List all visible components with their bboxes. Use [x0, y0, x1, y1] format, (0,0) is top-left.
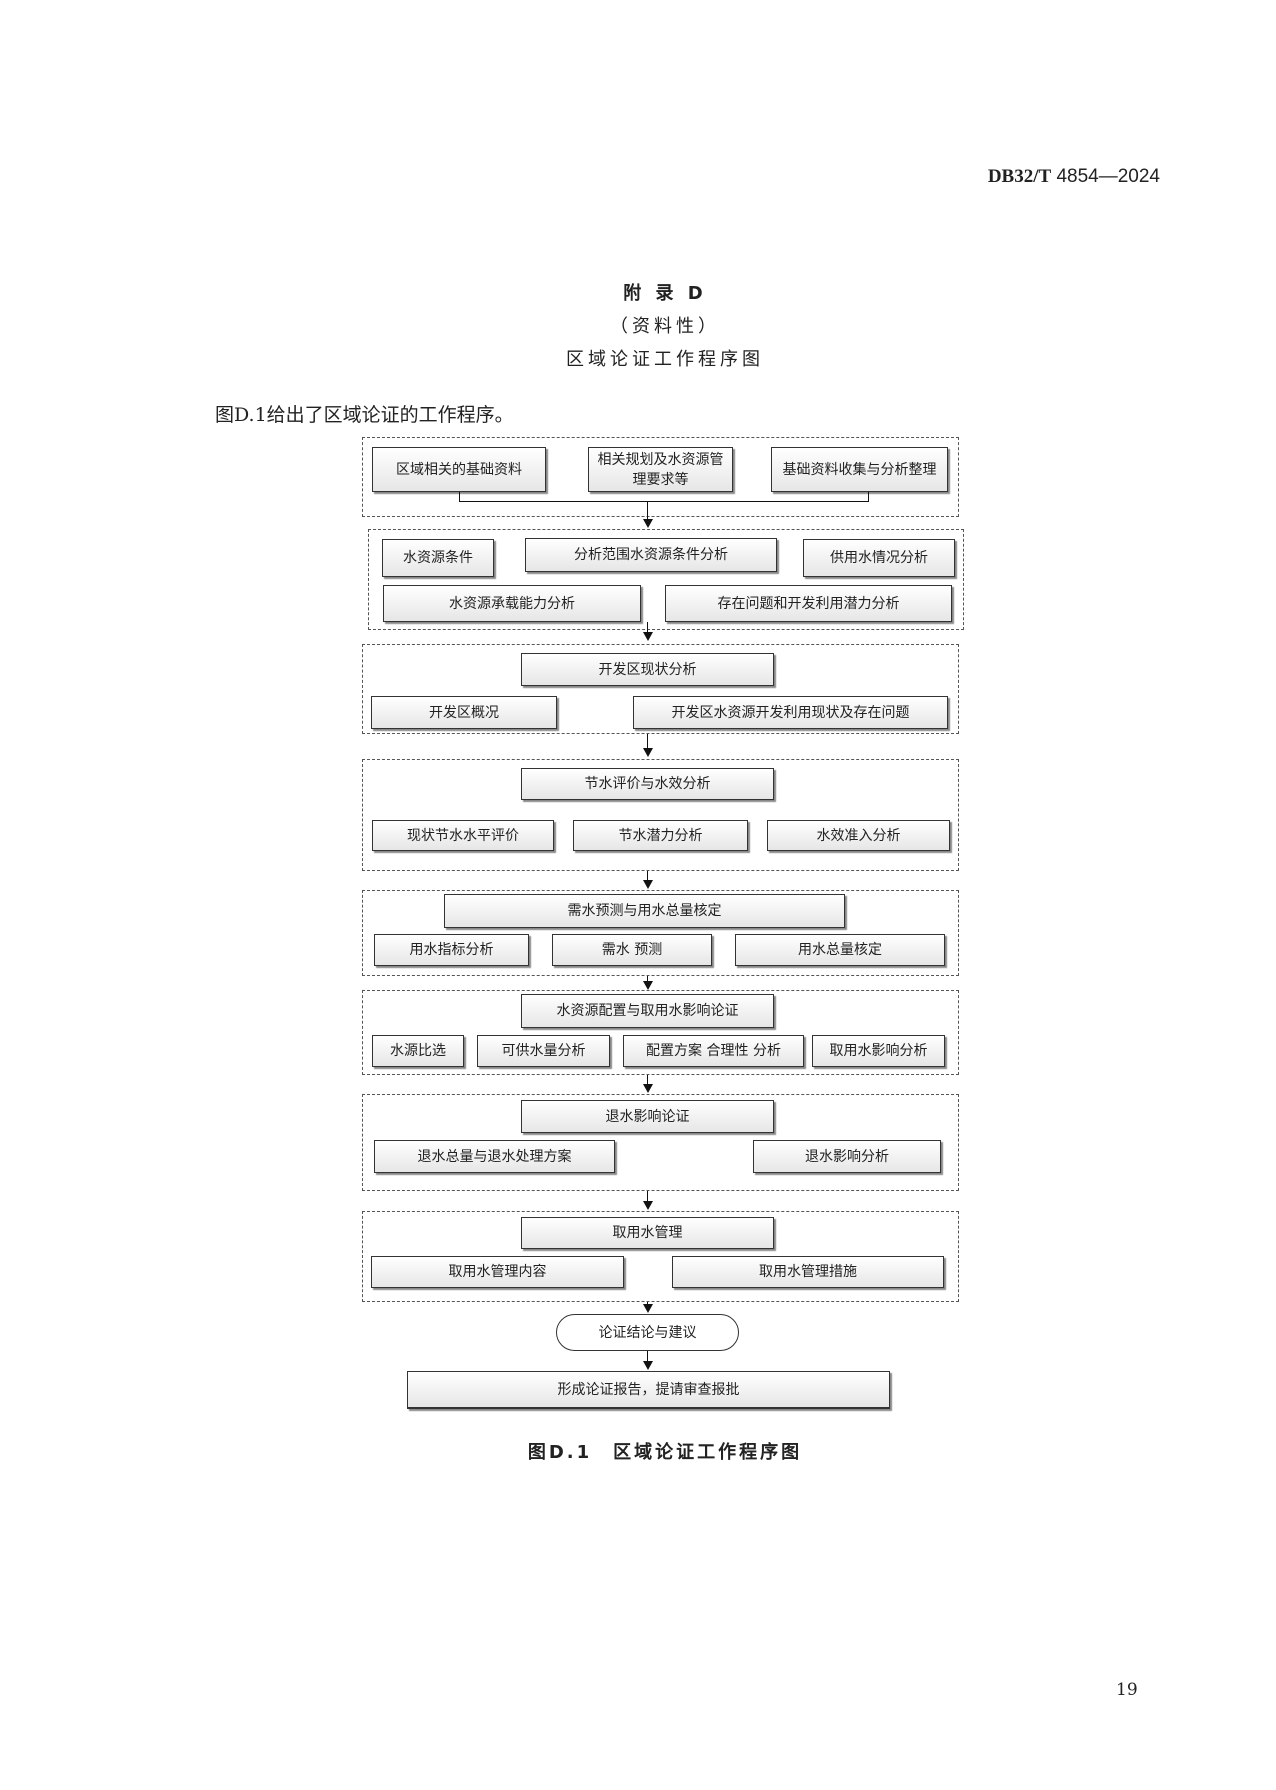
box: 现状节水水平评价: [372, 820, 554, 851]
group-water-resources: [368, 529, 964, 630]
group-management: [362, 1211, 959, 1302]
arrow: [647, 1351, 648, 1362]
box: 退水影响论证: [521, 1100, 774, 1133]
group-drainage: [362, 1094, 959, 1191]
report-box: 形成论证报告，提请审查报批: [407, 1371, 890, 1409]
arrow: [647, 501, 648, 520]
box: 需水 预测: [552, 934, 712, 966]
connector: [459, 501, 869, 502]
arrow: [647, 1191, 648, 1202]
code-number: 4854—2024: [1051, 166, 1160, 187]
code-prefix: DB32/T: [987, 166, 1052, 187]
arrow-head: [643, 1361, 653, 1370]
arrow-head: [643, 1084, 653, 1093]
box: 水资源条件: [382, 539, 494, 577]
arrow-head: [643, 1201, 653, 1210]
arrow-head: [643, 519, 653, 528]
arrow-head: [643, 632, 653, 641]
box: 用水总量核定: [735, 934, 945, 966]
appendix-type: （资料性）: [610, 316, 720, 337]
arrow: [647, 622, 648, 635]
arrow: [647, 734, 648, 750]
group-dev-zone: [362, 644, 959, 734]
arrow: [647, 1075, 648, 1085]
connector: [459, 492, 460, 501]
box: 开发区概况: [371, 696, 557, 729]
arrow-head: [643, 748, 653, 757]
appendix-title: 附 录 D: [623, 283, 707, 304]
box: 节水潜力分析: [573, 820, 748, 851]
box: 基础资料收集与分析整理: [771, 447, 948, 492]
box: 取用水影响分析: [812, 1035, 945, 1067]
box: 水资源承载能力分析: [383, 585, 641, 622]
box: 存在问题和开发利用潜力分析: [665, 585, 952, 622]
box: 取用水管理内容: [371, 1256, 624, 1288]
group-water-saving: [362, 759, 959, 871]
conclusion-box: 论证结论与建议: [556, 1314, 739, 1351]
box: 节水评价与水效分析: [521, 768, 774, 800]
arrow-head: [643, 981, 653, 990]
box: 相关规划及水资源管理要求等: [588, 447, 733, 492]
group-allocation: [362, 990, 959, 1075]
group-basic-data: [362, 437, 959, 517]
appendix-name: 区域论证工作程序图: [566, 349, 764, 370]
box: 取用水管理措施: [672, 1256, 944, 1288]
box: 退水影响分析: [753, 1140, 941, 1173]
box: 退水总量与退水处理方案: [374, 1140, 615, 1173]
box: 水源比选: [372, 1035, 464, 1067]
box: 可供水量分析: [477, 1035, 610, 1067]
arrow-head: [643, 880, 653, 889]
box: 分析范围水资源条件分析: [525, 538, 777, 572]
arrow-head: [643, 1304, 653, 1313]
arrow: [647, 871, 648, 881]
box: 配置方案 合理性 分析: [623, 1035, 804, 1067]
box: 需水预测与用水总量核定: [444, 894, 845, 928]
page-number: 19: [1116, 1680, 1138, 1700]
group-demand: [362, 890, 959, 976]
box: 取用水管理: [521, 1217, 774, 1249]
box: 供用水情况分析: [803, 539, 955, 577]
box: 开发区现状分析: [521, 653, 774, 686]
box: 水资源配置与取用水影响论证: [521, 994, 774, 1028]
box: 区域相关的基础资料: [372, 447, 546, 492]
figure-caption: 图D.1 区域论证工作程序图: [527, 1442, 803, 1463]
box: 水效准入分析: [767, 820, 950, 851]
connector: [868, 492, 869, 501]
box: 用水指标分析: [374, 934, 529, 966]
arrow: [647, 976, 648, 982]
intro-text: 图D.1给出了区域论证的工作程序。: [215, 404, 514, 426]
box: 开发区水资源开发利用现状及存在问题: [633, 696, 948, 729]
standard-code: DB32/T 4854—2024: [988, 166, 1160, 188]
